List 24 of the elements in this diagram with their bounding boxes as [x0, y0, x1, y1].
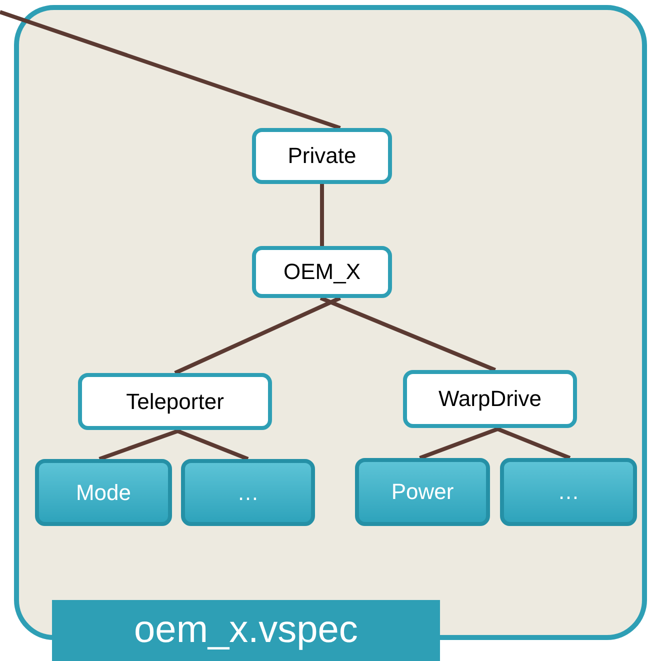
leaf-box: [500, 458, 637, 526]
leaf-box: [35, 459, 172, 526]
node-label: WarpDrive: [438, 386, 542, 412]
connector-line: [320, 184, 324, 246]
node-label: …: [558, 479, 580, 505]
connector-line: [494, 426, 571, 460]
node-label: Mode: [76, 480, 132, 506]
leaf-box: [355, 458, 490, 526]
node-label: …: [237, 480, 259, 506]
node-label: Teleporter: [126, 388, 224, 414]
node-label: oem_x.vspec: [134, 609, 358, 652]
connector-line: [320, 296, 496, 372]
node-box: [403, 370, 577, 428]
node-label: Private: [288, 143, 356, 169]
leaf-box: [181, 459, 315, 526]
node-box: [252, 128, 392, 184]
connector-line: [0, 10, 341, 130]
node-label: Power: [391, 479, 454, 505]
connector-line: [174, 428, 249, 461]
node-label: OEM_X: [283, 259, 361, 285]
node-box: [252, 246, 392, 298]
connector-line: [174, 296, 342, 375]
file-tab: [52, 600, 440, 661]
node-box: [78, 373, 272, 430]
